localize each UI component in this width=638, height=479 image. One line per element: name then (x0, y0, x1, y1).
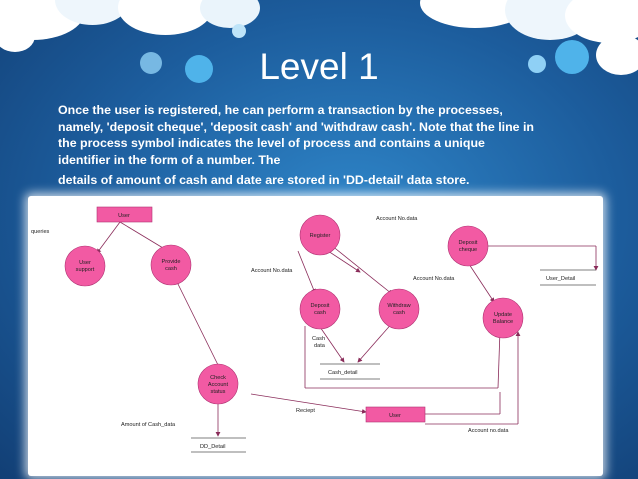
flow-label: queries (31, 229, 50, 235)
store-label: DD_Detail (200, 444, 226, 450)
entity-label: User (389, 413, 401, 419)
process-label: Register (310, 233, 331, 239)
store-label: User_Detail (546, 276, 575, 282)
process-label: Check (210, 375, 226, 381)
data-store-cash-detail: Cash_detail (320, 363, 380, 380)
entity-user-bottom: User (365, 406, 426, 423)
flow-arrow (250, 393, 367, 414)
decorative-cloud (555, 40, 589, 74)
process-label: Withdraw (387, 303, 411, 309)
decorative-cloud (200, 0, 260, 28)
decorative-cloud (528, 55, 546, 73)
flow-label: Reciept (296, 408, 315, 414)
flow-label: Account No.data (251, 268, 293, 274)
process-withdraw-cash: Withdraw cash (378, 288, 420, 330)
decorative-cloud (118, 0, 213, 35)
decorative-cloud (596, 35, 638, 75)
process-label: cash (165, 266, 177, 272)
store-label: Cash_detail (328, 370, 358, 376)
flow-arrow (175, 279, 221, 370)
process-label: Balance (493, 319, 513, 325)
flow-arrow (119, 221, 169, 252)
flow-lines (96, 221, 599, 437)
data-store-user-detail: User_Detail (540, 269, 596, 286)
process-label: support (76, 267, 95, 273)
decorative-cloud (140, 52, 162, 74)
flow-label: Amount of Cash_data (121, 422, 176, 428)
flow-label: Account no.data (468, 428, 509, 434)
process-label: cheque (459, 247, 477, 253)
body-text: Once the user is registered, he can perf… (58, 102, 623, 189)
dfd-diagram: User_Detail Cash_detail DD_Detail User U… (31, 206, 599, 453)
flow-arrow (324, 248, 361, 273)
body-line: details of amount of cash and date are s… (58, 173, 470, 188)
body-line: the process symbol indicates the level o… (58, 136, 485, 151)
process-update-balance: Update Balance (482, 297, 524, 339)
data-store-dd-detail: DD_Detail (191, 437, 246, 453)
flow-label: Account No.data (376, 216, 418, 222)
flow-arrow (497, 329, 503, 389)
entity-user-top: User (96, 206, 153, 223)
process-label: cash (314, 310, 326, 316)
process-deposit-cheque: Deposit cheque (447, 225, 489, 267)
flow-arrow (96, 221, 121, 254)
process-user-support: User support (64, 245, 106, 287)
diagram-frame: User_Detail Cash_detail DD_Detail User U… (28, 196, 603, 476)
body-line: namely, 'deposit cheque', 'deposit cash'… (58, 119, 534, 134)
flow-arrow (317, 323, 345, 363)
entity-label: User (118, 213, 130, 219)
process-label: Deposit (459, 240, 478, 246)
process-register: Register (299, 214, 341, 256)
process-label: status (211, 389, 226, 395)
process-provide-cash: Provide cash (150, 244, 192, 286)
flow-arrow (357, 320, 395, 363)
decorative-cloud (185, 55, 213, 83)
process-label: cash (393, 310, 405, 316)
flow-arrow (330, 244, 393, 295)
process-label: Update (494, 312, 512, 318)
flow-label: Account No.data (413, 276, 455, 282)
decorative-cloud (0, 20, 35, 52)
process-label: Deposit (311, 303, 330, 309)
flow-label: data (314, 343, 326, 349)
slide-title: Level 1 (259, 46, 379, 87)
process-label: Provide (162, 259, 181, 265)
body-line: Once the user is registered, he can perf… (58, 103, 503, 117)
process-label: User (79, 260, 91, 266)
process-check-account-status: Check Account status (197, 363, 239, 405)
decorative-cloud (232, 24, 246, 38)
flow-label: Cash (312, 336, 325, 342)
flow-arrow (297, 250, 316, 294)
process-deposit-cash: Deposit cash (299, 288, 341, 330)
body-line: identifier in the form of a number. The (58, 152, 281, 167)
process-label: Account (208, 382, 229, 388)
